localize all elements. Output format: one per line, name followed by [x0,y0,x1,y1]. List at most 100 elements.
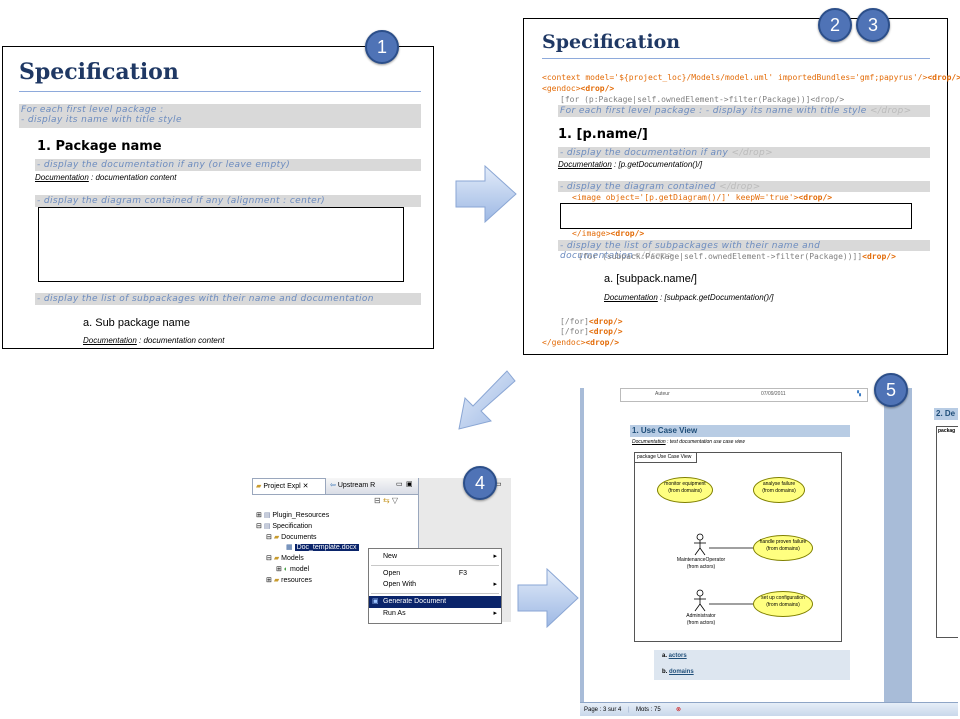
documentation-value: : test documentation use case view [665,439,745,445]
status-divider: | [628,707,630,713]
package-heading: 1. Package name [37,139,162,154]
close-icon[interactable]: ✕ [302,483,309,490]
document-page: Auteur 07/09/2011 ▚ 1. Use Case View Doc… [584,388,884,702]
step-badge-4: 4 [463,466,497,500]
collapse-all-icon[interactable]: ⊟ [374,496,381,505]
sub-list: a. actors b. domains [654,650,850,680]
link-icon[interactable]: ⇆ [382,496,390,505]
tree-item-specification[interactable]: ⊟ ▤ Specification [256,523,313,530]
page-title: Specification [19,59,179,85]
for-expression: [for (p:Package|self.ownedElement->filte… [560,95,811,104]
minimize-icon[interactable]: ▭ [396,481,403,488]
for-loop-1: [for (p:Package|self.ownedElement->filte… [560,95,844,104]
domains-link[interactable]: domains [669,669,694,675]
tree-label: model [290,566,310,573]
menu-separator [371,593,499,594]
list-item-actors: a. actors [662,653,687,659]
tree-item-documents[interactable]: ⊟ ▰ Documents [266,534,317,541]
drop-tag: <drop/> [610,229,645,238]
instruction-block-1: For each first level package : - display… [19,104,421,128]
use-case-set-up-configuration: set up configuration (from domains) [753,591,813,617]
company-logo: ▚ [857,391,861,397]
menu-item-new[interactable]: New▸ [369,551,501,563]
drop-tag: <drop/> [588,317,623,326]
template-panel-2: Specification <context model='${project_… [523,18,960,355]
section-heading: 1. Use Case View [630,425,850,437]
documentation-label: Documentation [35,173,89,182]
for-loop-2: [for (subpack:Package|self.ownedElement-… [578,252,896,261]
menu-separator [371,565,499,566]
gendoc-tag: <gendoc><drop/> [542,84,614,93]
drop-tag: <drop/> [580,84,615,93]
status-words[interactable]: Mots : 75 [636,707,661,713]
documentation-line: Documentation : [p.getDocumentation()/] [558,160,702,169]
use-case-monitor-equipment: monitor equipment (from domains) [657,477,713,503]
view-menu-icon[interactable]: ▽ [391,496,399,505]
document-page-2: 2. De packag [912,388,958,702]
tree-item-model[interactable]: ⊞ ◐ model [276,566,310,573]
actor-admin-icon [694,589,706,612]
tree-label: Models [281,555,304,562]
menu-label: Open With [383,581,417,588]
template-panel-1: Specification For each first level packa… [2,46,434,349]
header-author: Auteur [655,391,670,397]
list-marker: b. [662,669,669,675]
menu-item-open-with[interactable]: Open With▸ [369,579,501,591]
spellcheck-icon[interactable]: ⊗ [676,707,682,713]
instruction-text: - display the list of subpackages with t… [560,241,821,261]
drop-tag: <drop/> [810,95,845,104]
tree-item-doc-template[interactable]: ▦ Doc_template.docx [286,543,359,551]
status-page[interactable]: Page : 3 sur 4 [584,707,622,713]
actor-admin-label: Administrator (from actors) [686,613,716,626]
tab-project-explorer[interactable]: ▰ Project Expl ✕ [252,478,326,494]
step-badge-3: 3 [856,8,890,42]
documentation-value: : [subpack.getDocumentation()/] [657,293,774,302]
gendoc-open: <gendoc> [542,84,581,93]
view-toolbar: ⊟ ⇆ ▽ [374,496,398,505]
drop-tag: <drop/> [862,252,896,261]
step-badge-1: 1 [365,30,399,64]
menu-label: Generate Document [383,598,447,605]
image-close: </image> [572,229,611,238]
editor-minimize-icon[interactable]: ▭ [495,481,502,488]
menu-item-generate-document[interactable]: ▣Generate Document [369,596,501,608]
tree-item-plugin-resources[interactable]: ⊞ ▤ Plugin_Resources [256,512,330,519]
title-underline [19,91,421,92]
documentation-label: Documentation [558,160,612,169]
package-tab-2: packag [938,428,956,434]
project-icon: ▤ [263,523,271,530]
context-tag: <context model='${project_loc}/Models/mo… [542,73,960,82]
project-icon: ▤ [263,512,271,519]
drop-tag: <drop/> [588,327,623,336]
tree-label: Doc_template.docx [294,544,359,551]
actors-link[interactable]: actors [668,653,687,659]
maximize-icon[interactable]: ▣ [406,481,413,488]
subpackage-heading: a. [subpack.name/] [604,273,697,285]
tab-label: Upstream R [337,482,376,489]
folder-icon: ▰ [273,534,280,541]
image-close-tag: </image><drop/> [572,229,644,238]
tab-upstream[interactable]: ⇦ Upstream R [330,478,390,494]
folder-icon: ▰ [273,555,280,562]
use-case-analyse-failure: analyse failure (from domains) [753,477,805,503]
tree-item-resources[interactable]: ⊞ ▰ resources [266,577,312,584]
word-window: Auteur 07/09/2011 ▚ 1. Use Case View Doc… [580,388,958,716]
use-case-handle-proven-failure: handle proven failure (from domains) [753,535,813,561]
drop-close: </drop> [869,106,912,116]
section-heading-2: 2. De [934,408,958,420]
package-heading: 1. [p.name/] [558,127,648,142]
instruction-text: - display the diagram contained [560,182,720,192]
right-arrow-icon [455,165,517,223]
tree-label: Documents [281,534,317,541]
instruction-block-3: - display the diagram contained </drop> [558,181,930,192]
menu-item-run-as[interactable]: Run As▸ [369,608,501,620]
submenu-arrow-icon: ▸ [493,553,497,560]
view-tab-bar: ▰ Project Expl ✕ ⇦ Upstream R ▭ ▣ [252,478,418,495]
actor-maintenance-icon [694,533,706,556]
tree-item-models[interactable]: ⊟ ▰ Models [266,555,304,562]
drop-close: </drop> [633,251,675,261]
right-arrow-icon [517,568,579,628]
drop-tag: <drop/> [798,193,833,202]
